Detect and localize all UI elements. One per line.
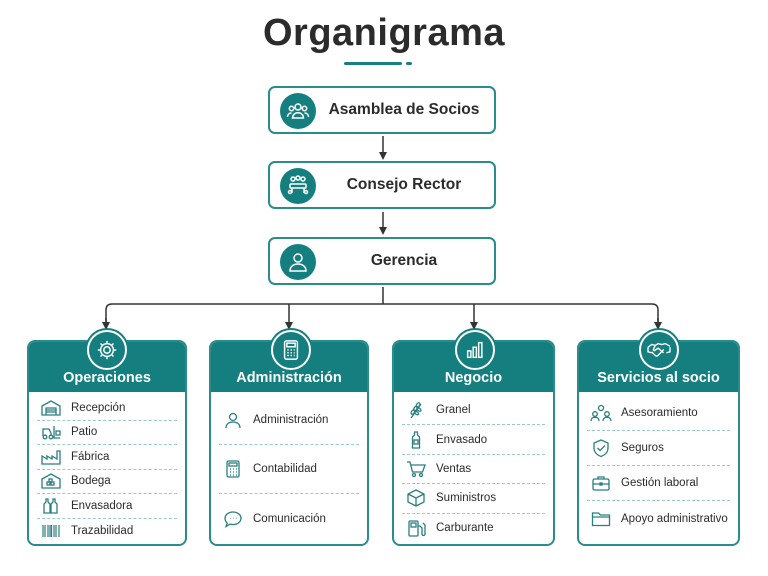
- dept-card-negocio: Negocio Granel Envasado Ventas Suministr…: [392, 340, 555, 546]
- chat-bubble-icon: [221, 509, 245, 529]
- list-item: Envasado: [402, 425, 545, 455]
- node-asamblea-de-socios: Asamblea de Socios: [268, 86, 496, 134]
- list-item: Comunicación: [219, 494, 359, 543]
- fuel-pump-icon: [404, 518, 428, 538]
- list-item: Patio: [37, 421, 177, 445]
- barcode-icon: [39, 521, 63, 541]
- dept-title: Operaciones: [63, 370, 151, 386]
- page-title: Organigrama: [262, 12, 506, 54]
- briefcase-icon: [589, 473, 613, 493]
- shield-check-icon: [589, 438, 613, 458]
- node-label: Asamblea de Socios: [328, 101, 480, 118]
- meeting-table-icon: [280, 168, 316, 204]
- dept-item-list: Granel Envasado Ventas Suministros Carbu…: [402, 396, 545, 540]
- list-item: Fábrica: [37, 445, 177, 470]
- list-item: Gestión laboral: [587, 466, 730, 501]
- list-item: Carburante: [402, 514, 545, 543]
- list-item: Trazabilidad: [37, 519, 177, 544]
- node-consejo-rector: Consejo Rector: [268, 161, 496, 209]
- list-item: Recepción: [37, 396, 177, 421]
- cart-icon: [404, 459, 428, 479]
- folder-icon: [589, 509, 613, 529]
- user-icon: [221, 410, 245, 430]
- dept-item-list: Asesoramiento Seguros Gestión laboral Ap…: [587, 396, 730, 540]
- dept-item-list: Administración Contabilidad Comunicación: [219, 396, 359, 540]
- dept-title: Administración: [236, 370, 342, 386]
- storage-icon: [39, 471, 63, 491]
- list-item: Administración: [219, 396, 359, 445]
- bottle-icon: [404, 430, 428, 450]
- bar-chart-icon: [455, 330, 495, 370]
- calculator-icon: [221, 459, 245, 479]
- node-gerencia: Gerencia: [268, 237, 496, 285]
- list-item: Apoyo administrativo: [587, 501, 730, 536]
- connector-horizontal-bus: [105, 303, 659, 326]
- advisors-icon: [589, 403, 613, 423]
- wheat-icon: [404, 400, 428, 420]
- box-icon: [404, 488, 428, 508]
- dept-title: Negocio: [444, 370, 503, 386]
- title-underline: [344, 62, 402, 65]
- node-label: Consejo Rector: [346, 176, 462, 193]
- list-item: Ventas: [402, 455, 545, 485]
- calculator-icon: [271, 330, 311, 370]
- gear-icon: [87, 330, 127, 370]
- factory-icon: [39, 447, 63, 467]
- list-item: Contabilidad: [219, 445, 359, 494]
- list-item: Suministros: [402, 484, 545, 514]
- person-icon: [280, 244, 316, 280]
- dept-title: Servicios al socio: [597, 370, 720, 386]
- list-item: Seguros: [587, 431, 730, 466]
- dept-card-operaciones: Operaciones Recepción Patio Fábrica Bode…: [27, 340, 187, 546]
- warehouse-icon: [39, 398, 63, 418]
- handshake-icon: [639, 330, 679, 370]
- list-item: Bodega: [37, 470, 177, 494]
- bottles-icon: [39, 496, 63, 516]
- dept-card-administracion: Administración Administración Contabilid…: [209, 340, 369, 546]
- list-item: Envasadora: [37, 494, 177, 519]
- list-item: Granel: [402, 396, 545, 426]
- list-item: Asesoramiento: [587, 396, 730, 431]
- dept-card-servicios-al-socio: Servicios al socio Asesoramiento Seguros…: [577, 340, 740, 546]
- dept-item-list: Recepción Patio Fábrica Bodega Envasador…: [37, 396, 177, 540]
- title-underline-dot: [406, 62, 412, 65]
- forklift-icon: [39, 422, 63, 442]
- people-group-icon: [280, 93, 316, 129]
- node-label: Gerencia: [370, 252, 438, 269]
